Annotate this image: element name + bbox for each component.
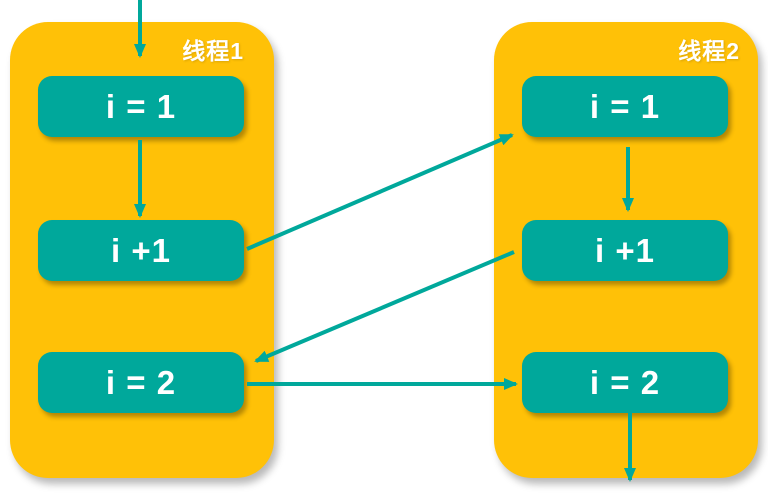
thread1-node-i-equals-2: i = 2 bbox=[38, 352, 244, 413]
thread2-panel: 线程2 i = 1 i +1 i = 2 bbox=[494, 22, 758, 478]
thread2-node-i-plus-1: i +1 bbox=[522, 220, 728, 281]
thread1-node-i-plus-1: i +1 bbox=[38, 220, 244, 281]
thread1-panel: 线程1 i = 1 i +1 i = 2 bbox=[10, 22, 274, 478]
thread1-title: 线程1 bbox=[182, 38, 244, 64]
thread2-node-i-equals-2: i = 2 bbox=[522, 352, 728, 413]
thread2-title: 线程2 bbox=[678, 38, 740, 64]
arrow-thread1-iplus1-to-thread2-i1 bbox=[246, 133, 514, 251]
thread2-node-i-equals-1: i = 1 bbox=[522, 76, 728, 137]
thread1-node-i-equals-1: i = 1 bbox=[38, 76, 244, 137]
arrow-thread2-iplus1-to-thread1-i2 bbox=[254, 250, 515, 363]
